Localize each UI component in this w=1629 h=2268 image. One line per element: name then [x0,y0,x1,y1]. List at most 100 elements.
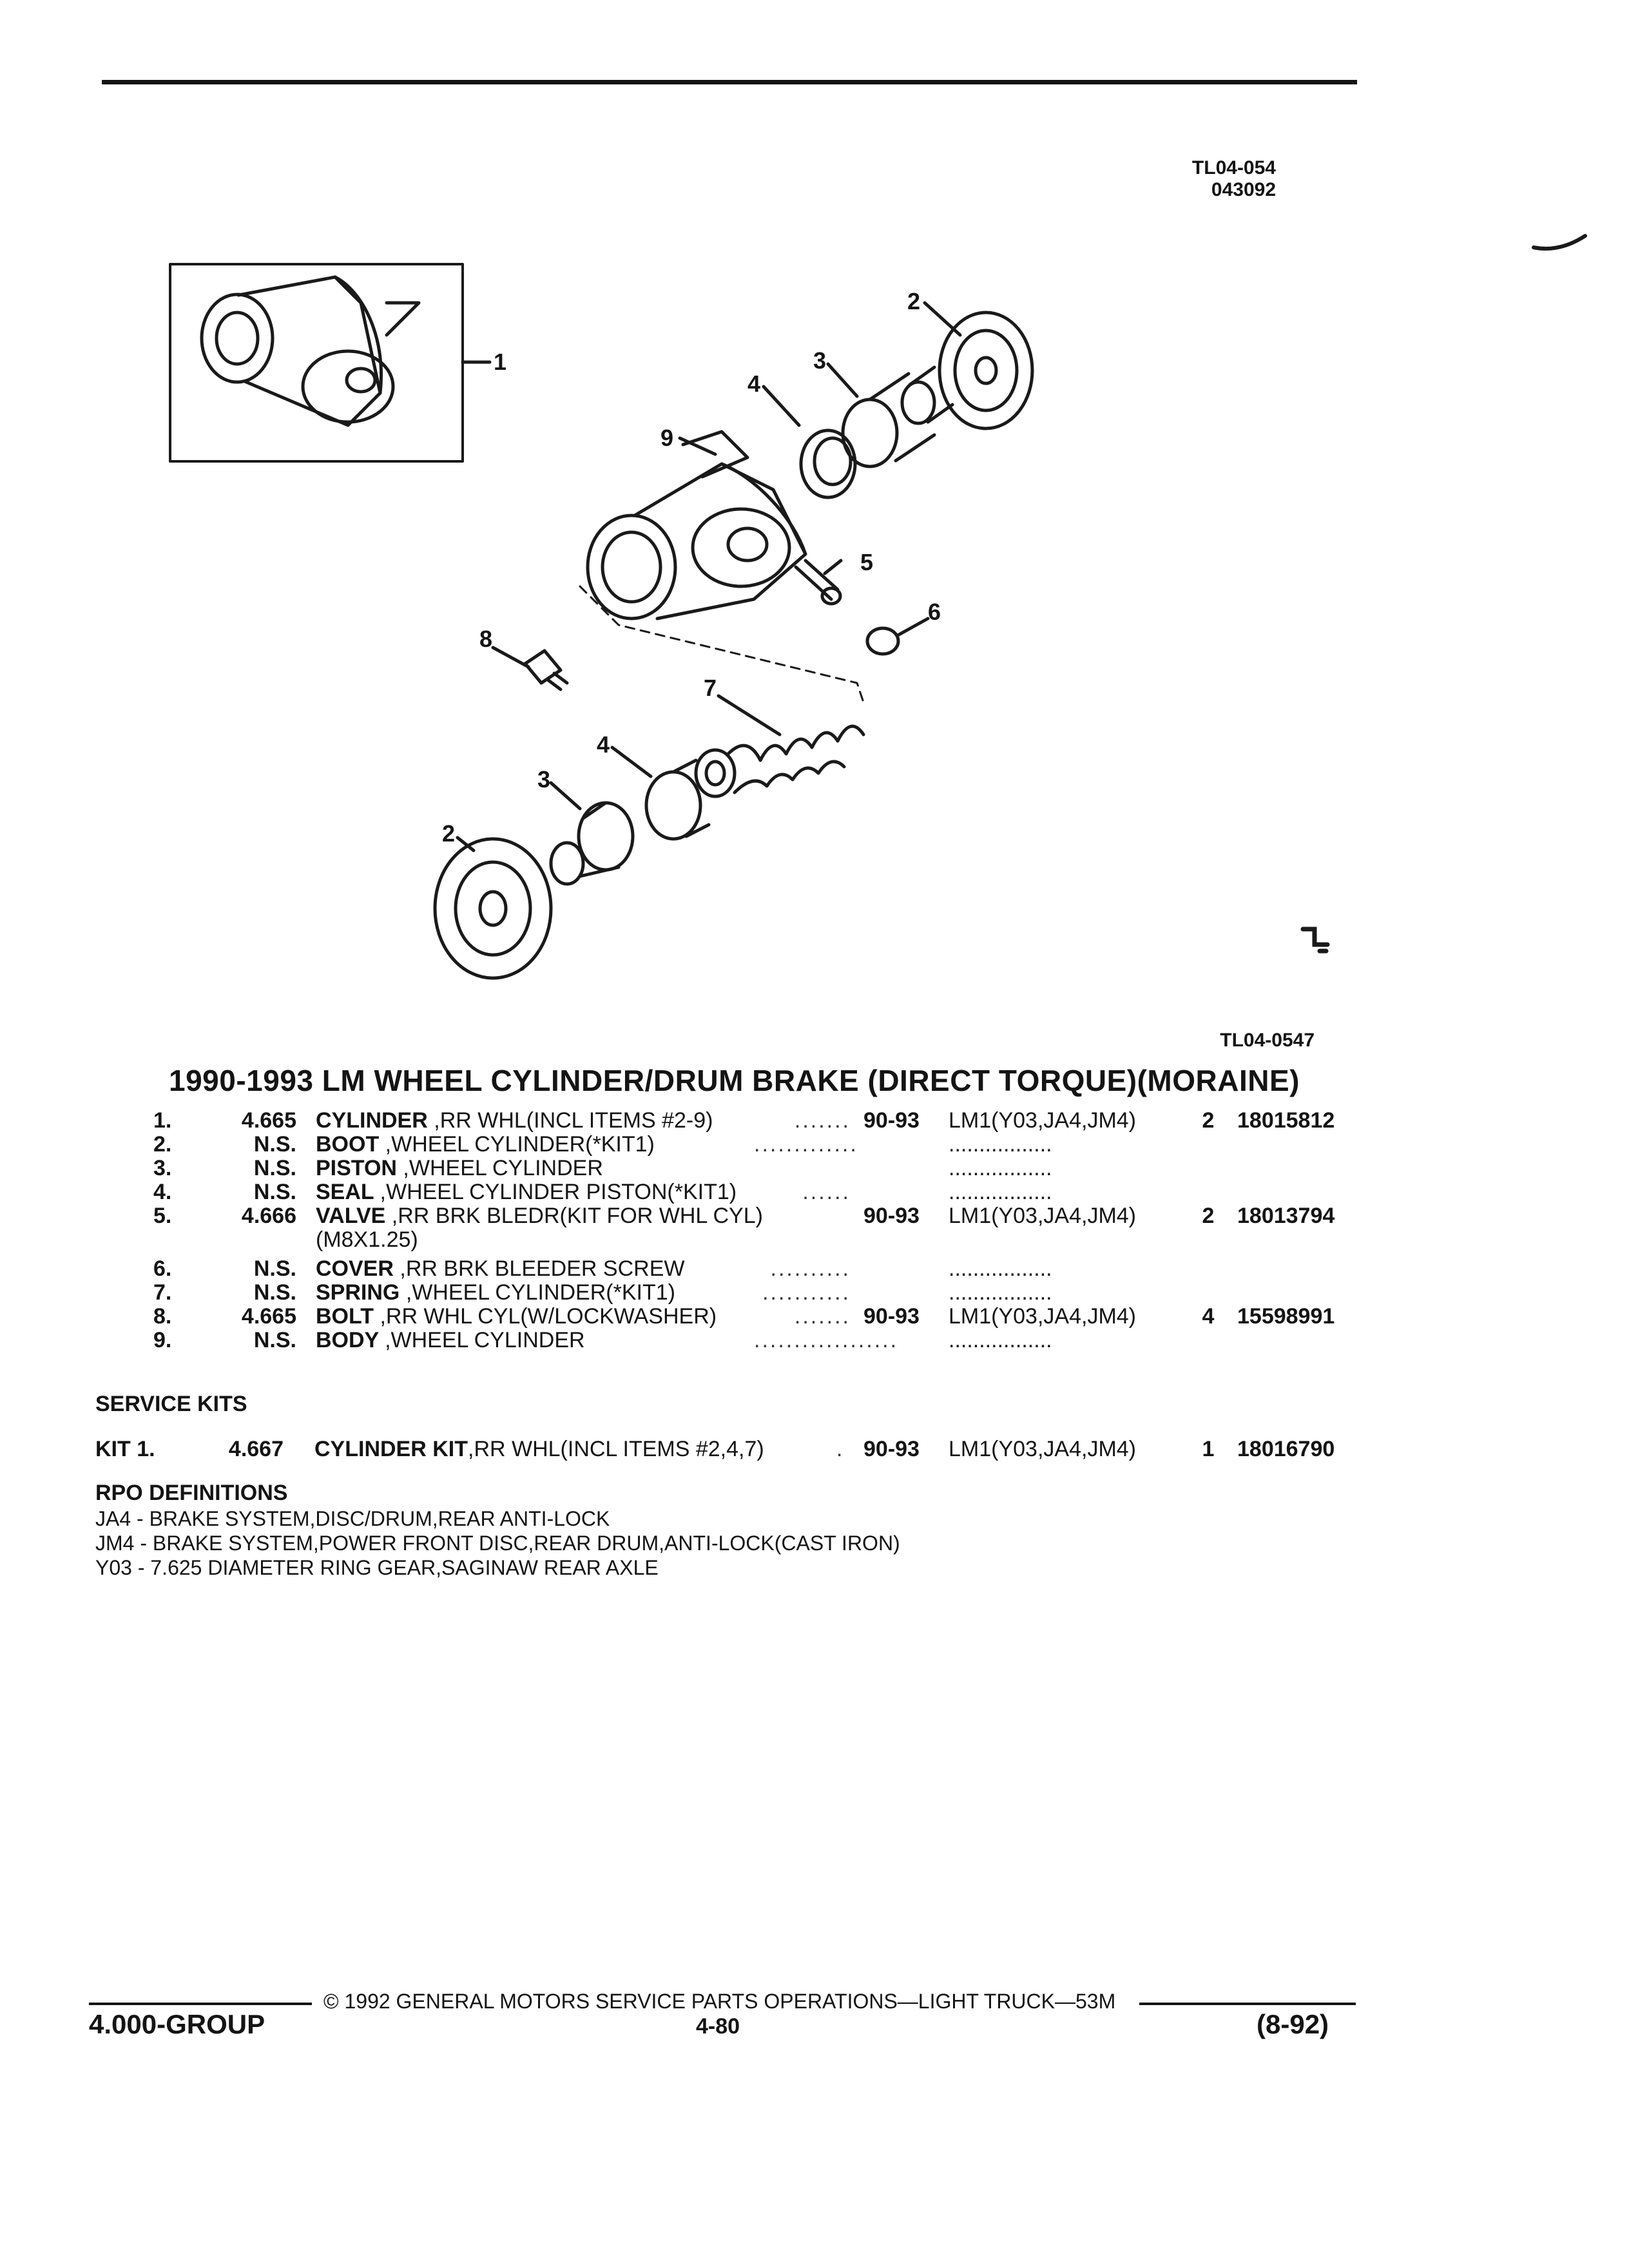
item-number: 8. [153,1304,172,1329]
kit-description: CYLINDER KIT,RR WHL(INCL ITEMS #2,4,7) [314,1437,764,1461]
kit-group: 4.667 [228,1437,284,1461]
callout-4-top: 4 [747,370,760,397]
model-years: 90-93 [863,1304,920,1329]
item-number: 6. [153,1256,172,1281]
leader-dots: ....... [794,1108,851,1133]
service-kit-row: KIT 1. 4.667 CYLINDER KIT,RR WHL(INCL IT… [0,1437,1629,1461]
model-codes: LM1(Y03,JA4,JM4) [949,1304,1136,1329]
item-number: 1. [153,1108,172,1133]
kit-models: LM1(Y03,JA4,JM4) [949,1437,1136,1461]
model-codes: LM1(Y03,JA4,JM4) [949,1108,1136,1133]
footer-copyright: © 1992 GENERAL MOTORS SERVICE PARTS OPER… [323,1990,1116,2013]
item-name: BOLT [316,1304,374,1329]
footer-date: (8-92) [1257,2009,1329,2039]
table-row: 3.N.S.PISTON ,WHEEL CYLINDER............… [0,1156,1629,1180]
margin-mark-icon [1532,234,1587,251]
item-name: BODY [316,1328,379,1352]
item-number: 3. [153,1156,172,1180]
callout-6: 6 [928,599,941,625]
table-row: 9. N.S. BODY ,WHEEL CYLINDER..............… [0,1328,1629,1352]
leader-dots: .................. [754,1328,899,1352]
leader-dots: ........... [762,1280,851,1305]
kit-part-number: 18016790 [1237,1437,1335,1461]
rpo-line-y03: Y03 - 7.625 DIAMETER RING GEAR,SAGINAW R… [95,1556,659,1579]
kit-dots: . [836,1437,845,1461]
item-number: 5. [153,1204,172,1228]
item-name: SEAL [316,1180,374,1204]
leader-dots: ............. [754,1132,858,1157]
callout-4-bottom: 4 [597,731,610,758]
item-description: SEAL ,WHEEL CYLINDER PISTON(*KIT1) [316,1180,737,1204]
item-description: COVER ,RR BRK BLEEDER SCREW [316,1256,684,1281]
item-number: 9. [153,1328,172,1352]
group-number: N.S. [253,1328,296,1352]
kit-detail: ,RR WHL(INCL ITEMS #2,4,7) [468,1437,764,1461]
model-codes: ................. [949,1180,1052,1204]
group-number: N.S. [253,1180,296,1204]
exploded-view-illustration: 1 2 3 4 9 5 6 8 7 4 3 2 [169,234,1587,980]
footer-rule-left [89,2003,312,2005]
part-number: 18013794 [1237,1204,1335,1228]
item-number: 2. [153,1132,172,1157]
model-codes: ................. [949,1132,1052,1157]
item-detail: ,WHEEL CYLINDER [403,1156,603,1180]
section-title: 1990-1993 LM WHEEL CYLINDER/DRUM BRAKE (… [169,1064,1300,1097]
scan-mark-icon [1300,927,1330,954]
item-number: 4. [153,1180,172,1204]
rpo-definitions: JA4 - BRAKE SYSTEM,DISC/DRUM,REAR ANTI-L… [95,1506,900,1580]
table-row: 2. N.S. BOOT ,WHEEL CYLINDER(*KIT1).......… [0,1132,1629,1157]
service-kits-heading: SERVICE KITS [95,1392,247,1416]
item-description: CYLINDER ,RR WHL(INCL ITEMS #2-9) [316,1108,713,1133]
figure-ref-top: TL04-054 043092 [1147,157,1276,201]
group-number: N.S. [253,1132,296,1157]
item-description: PISTON ,WHEEL CYLINDER [316,1156,603,1180]
item-detail: (M8X1.25) [316,1227,418,1252]
figure-ref-code: TL04-054 [1191,157,1276,178]
item-detail: ,WHEEL CYLINDER PISTON(*KIT1) [380,1180,737,1204]
item-description: BOOT ,WHEEL CYLINDER(*KIT1) [316,1132,655,1157]
table-row: 6. N.S. COVER ,RR BRK BLEEDER SCREW.......… [0,1256,1629,1281]
item-detail: ,RR WHL CYL(W/LOCKWASHER) [380,1304,717,1329]
item-detail: ,RR BRK BLEEDER SCREW [400,1256,685,1281]
footer-group: 4.000-GROUP [89,2009,265,2039]
quantity: 2 [1202,1108,1215,1133]
item-description: (M8X1.25) [316,1227,418,1252]
top-rule [102,80,1357,84]
leader-dots: ...... [802,1180,851,1204]
item-detail: ,RR BRK BLEDR(KIT FOR WHL CYL) [391,1204,763,1228]
callout-3-bottom: 3 [537,766,550,793]
quantity: 2 [1202,1204,1215,1228]
group-number: N.S. [253,1156,296,1180]
item-number: 7. [153,1280,172,1305]
item-detail: ,WHEEL CYLINDER [385,1328,585,1352]
model-years: 90-93 [863,1108,920,1133]
item-description: BODY ,WHEEL CYLINDER [316,1328,585,1352]
item-description: VALVE ,RR BRK BLEDR(KIT FOR WHL CYL) [316,1204,763,1228]
callout-1: 1 [494,349,506,375]
figure-ref-bottom: TL04-0547 [1220,1030,1315,1051]
footer-page-number: 4-80 [696,2014,740,2039]
model-codes: LM1(Y03,JA4,JM4) [949,1204,1136,1228]
item-detail: ,RR WHL(INCL ITEMS #2-9) [434,1108,713,1133]
callout-5: 5 [860,549,873,575]
figure-ref-date: 043092 [1211,179,1276,200]
item-description: SPRING ,WHEEL CYLINDER(*KIT1) [316,1280,675,1305]
leader-dots: .......... [770,1256,851,1281]
part-number: 18015812 [1237,1108,1335,1133]
item-name: CYLINDER [316,1108,428,1133]
model-codes: ................. [949,1280,1052,1305]
table-row: 1. 4.665 CYLINDER ,RR WHL(INCL ITEMS #2-9)… [0,1108,1629,1133]
callout-9: 9 [660,425,673,451]
kit-name: CYLINDER KIT [314,1437,468,1461]
rpo-line-jm4: JM4 - BRAKE SYSTEM,POWER FRONT DISC,REAR… [95,1532,900,1555]
callout-3-top: 3 [813,347,826,374]
group-number: N.S. [253,1256,296,1281]
group-number: 4.665 [241,1108,296,1133]
group-number: N.S. [253,1280,296,1305]
kit-qty: 1 [1202,1437,1215,1461]
rpo-line-ja4: JA4 - BRAKE SYSTEM,DISC/DRUM,REAR ANTI-L… [95,1507,610,1530]
item-name: VALVE [316,1204,386,1228]
part-number: 15598991 [1237,1304,1335,1329]
quantity: 4 [1202,1304,1215,1329]
